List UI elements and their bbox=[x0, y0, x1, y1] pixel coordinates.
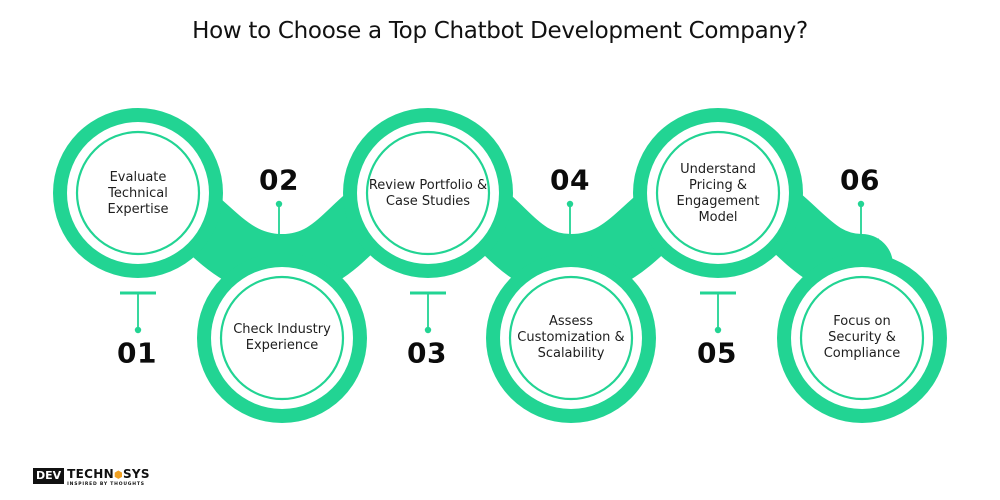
step-06-line: Compliance bbox=[823, 346, 901, 361]
step-03-line: Review Portfolio & bbox=[368, 178, 488, 193]
hexagon-code-icon: ⬢ bbox=[113, 470, 123, 481]
step-02-line: Experience bbox=[245, 338, 319, 353]
step-05-line: Engagement bbox=[676, 194, 760, 209]
step-02-label: Check Industry Experience bbox=[217, 322, 347, 354]
step-03-line: Case Studies bbox=[385, 194, 471, 209]
step-number-03: 03 bbox=[407, 336, 447, 370]
step-number-04: 04 bbox=[550, 163, 590, 197]
logo-badge: DEV bbox=[33, 468, 65, 484]
logo-tagline: INSPIRED BY THOUGHTS bbox=[67, 482, 145, 487]
step-number-06: 06 bbox=[840, 163, 880, 197]
pin-marker-02 bbox=[261, 200, 297, 242]
pin-marker-05 bbox=[700, 291, 736, 334]
circle-step-02 bbox=[197, 253, 367, 423]
pin-marker-01 bbox=[120, 291, 156, 334]
step-01-label: Evaluate Technical Expertise bbox=[73, 170, 203, 218]
step-06-line: Security & bbox=[828, 330, 896, 345]
circle-step-01 bbox=[53, 108, 223, 278]
step-05-line: Pricing & bbox=[688, 178, 748, 193]
step-04-line: Scalability bbox=[537, 346, 605, 361]
step-06-line: Focus on bbox=[833, 314, 891, 329]
step-04-label: Assess Customization & Scalability bbox=[506, 314, 636, 362]
step-04-line: Assess bbox=[549, 314, 593, 329]
company-logo: DEV TECHN⬢SYS INSPIRED BY THOUGHTS bbox=[33, 468, 150, 487]
step-02-line: Check Industry bbox=[233, 322, 331, 337]
step-01-line: Technical bbox=[108, 186, 168, 201]
pin-marker-03 bbox=[410, 291, 446, 334]
logo-name-part2: SYS bbox=[122, 467, 150, 481]
step-05-line: Model bbox=[698, 210, 738, 225]
step-number-02: 02 bbox=[259, 163, 299, 197]
circle-step-04 bbox=[486, 253, 656, 423]
step-06-label: Focus on Security & Compliance bbox=[797, 314, 927, 362]
step-01-line: Expertise bbox=[107, 202, 169, 217]
step-05-label: Understand Pricing & Engagement Model bbox=[653, 162, 783, 226]
circle-step-06 bbox=[777, 253, 947, 423]
logo-name-part1: TECHN bbox=[67, 467, 114, 481]
circle-step-03 bbox=[343, 108, 513, 278]
step-number-05: 05 bbox=[697, 336, 737, 370]
step-04-line: Customization & bbox=[517, 330, 625, 345]
step-03-label: Review Portfolio & Case Studies bbox=[363, 178, 493, 210]
logo-wordmark: TECHN⬢SYS bbox=[67, 468, 150, 482]
page-title: How to Choose a Top Chatbot Development … bbox=[192, 18, 808, 44]
pin-marker-04 bbox=[552, 200, 588, 242]
step-05-line: Understand bbox=[680, 162, 756, 177]
pin-marker-06 bbox=[843, 200, 879, 242]
step-number-01: 01 bbox=[117, 336, 157, 370]
circle-step-05 bbox=[633, 108, 803, 278]
step-01-line: Evaluate bbox=[109, 170, 167, 185]
